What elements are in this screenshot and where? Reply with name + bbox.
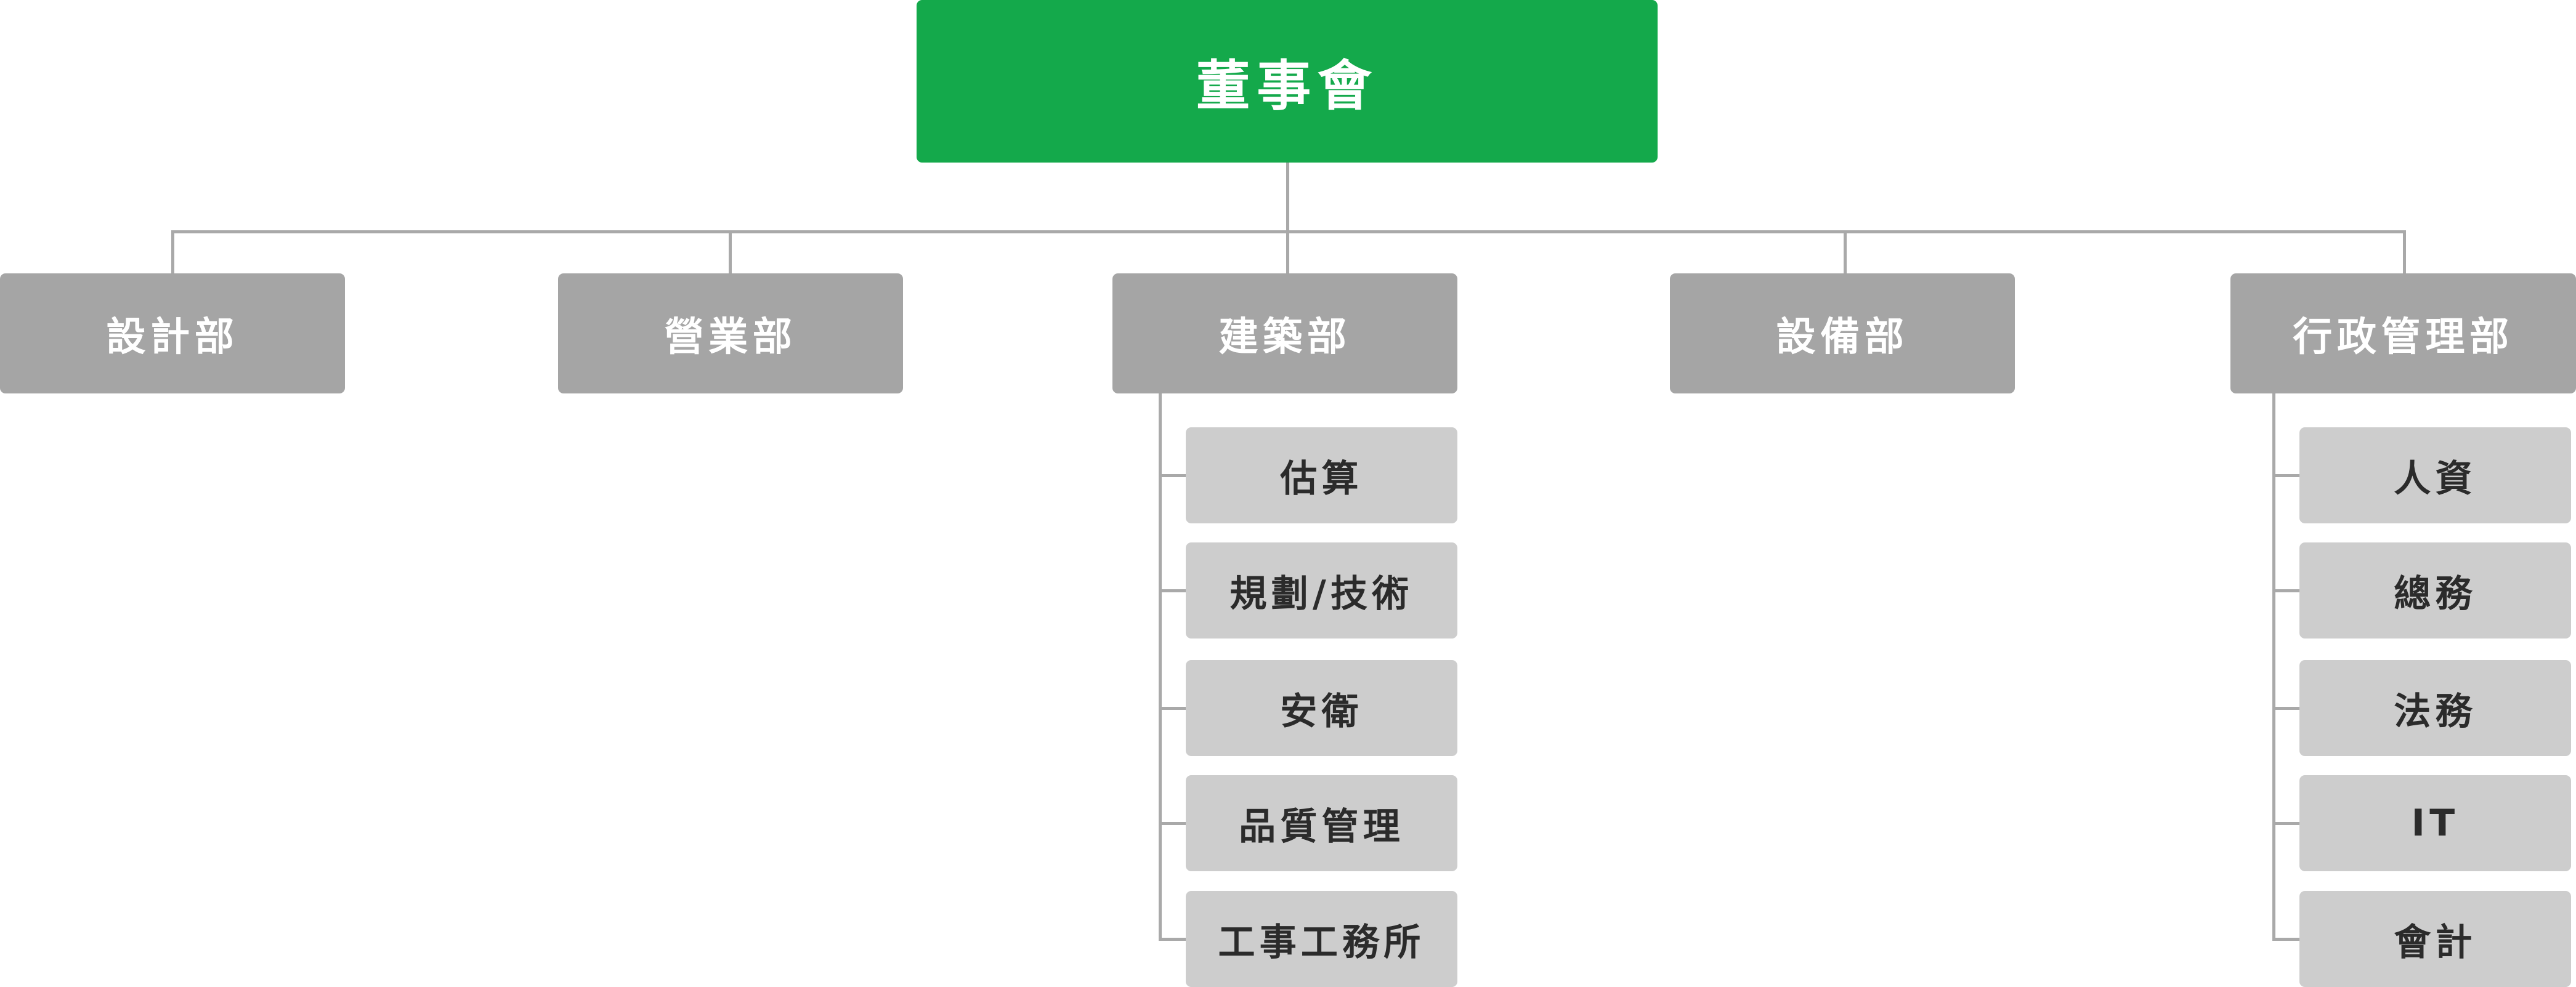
sub-unit-branch-line bbox=[1159, 822, 1187, 825]
sub-unit-box: 人資 bbox=[2299, 427, 2571, 523]
sub-unit-box: 會計 bbox=[2299, 891, 2571, 987]
sub-unit-branch-line bbox=[1159, 707, 1187, 710]
sub-unit-box: 安衛 bbox=[1186, 660, 1457, 756]
sub-unit-branch-line bbox=[2272, 822, 2301, 825]
department-box-facilities: 設備部 bbox=[1670, 273, 2015, 393]
sub-unit-trunk-line bbox=[1159, 393, 1162, 941]
sub-unit-box: 品質管理 bbox=[1186, 775, 1457, 871]
department-box-construction: 建築部 bbox=[1112, 273, 1457, 393]
sub-unit-branch-line bbox=[1159, 938, 1187, 941]
sub-unit-branch-line bbox=[2272, 474, 2301, 477]
sub-unit-box: 估算 bbox=[1186, 427, 1457, 523]
department-connector bbox=[171, 230, 174, 273]
department-box-sales: 營業部 bbox=[558, 273, 903, 393]
sub-unit-box: IT bbox=[2299, 775, 2571, 871]
department-connector bbox=[1844, 230, 1847, 273]
department-box-design: 設計部 bbox=[0, 273, 345, 393]
sub-unit-branch-line bbox=[2272, 707, 2301, 710]
sub-unit-branch-line bbox=[1159, 474, 1187, 477]
sub-unit-trunk-line bbox=[2272, 393, 2275, 941]
sub-unit-branch-line bbox=[2272, 938, 2301, 941]
sub-unit-box: 規劃/技術 bbox=[1186, 542, 1457, 639]
board-of-directors-box: 董事會 bbox=[917, 0, 1658, 163]
department-box-administration: 行政管理部 bbox=[2230, 273, 2576, 393]
sub-unit-box: 總務 bbox=[2299, 542, 2571, 639]
sub-unit-branch-line bbox=[1159, 589, 1187, 592]
department-connector bbox=[729, 230, 732, 273]
sub-unit-box: 法務 bbox=[2299, 660, 2571, 756]
root-connector bbox=[1286, 161, 1289, 233]
department-connector bbox=[1286, 230, 1289, 273]
sub-unit-box: 工事工務所 bbox=[1186, 891, 1457, 987]
department-connector bbox=[2403, 230, 2406, 273]
sub-unit-branch-line bbox=[2272, 589, 2301, 592]
